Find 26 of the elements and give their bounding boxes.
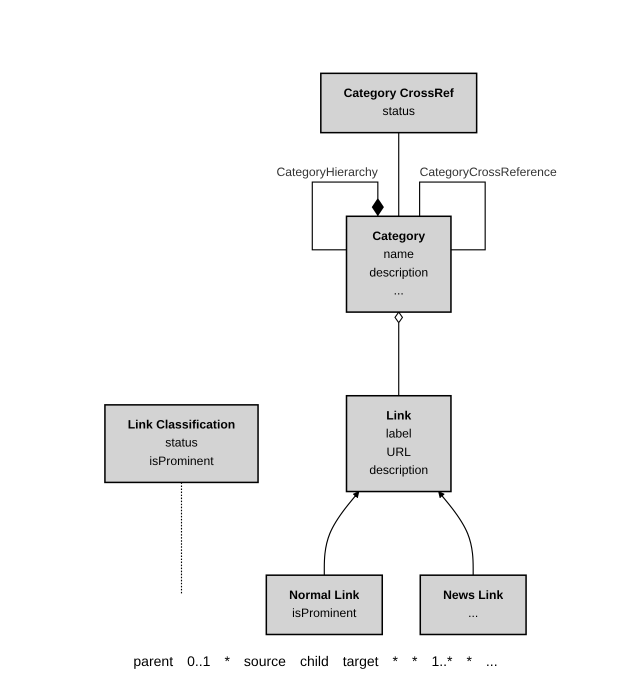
node-box: Link label URL description bbox=[346, 394, 452, 492]
association-name: CategoryHierarchy bbox=[276, 165, 378, 179]
arrow bbox=[324, 491, 360, 576]
multiplicity-label: * bbox=[412, 653, 418, 669]
association-line bbox=[312, 182, 384, 250]
node-box: Normal Link isProminent bbox=[266, 574, 384, 636]
multiplicity-label: * bbox=[466, 653, 472, 669]
multiplicity-label: source bbox=[244, 653, 286, 669]
multiplicity-label: 0..1 bbox=[187, 653, 210, 669]
multiplicity-label: parent bbox=[133, 653, 174, 669]
multiplicity-label: 1..* bbox=[431, 653, 452, 669]
connector bbox=[180, 482, 182, 594]
multiplicity-label: child bbox=[300, 653, 329, 669]
node-box: News Link ... bbox=[420, 574, 527, 636]
arrow bbox=[438, 491, 474, 576]
node-box: Category name description ... bbox=[346, 216, 452, 313]
multiplicity-label: ... bbox=[486, 653, 498, 669]
multiplicity-label: * bbox=[224, 653, 230, 669]
multiplicity-label: target bbox=[342, 653, 379, 669]
connector bbox=[394, 312, 403, 396]
association-line bbox=[419, 182, 486, 250]
node-box: Link Classification status isProminent bbox=[104, 404, 259, 484]
association-name: CategoryCrossReference bbox=[420, 165, 557, 179]
node-box: Category CrossRef status bbox=[320, 72, 478, 134]
connector bbox=[398, 132, 400, 216]
multiplicity-label: * bbox=[392, 653, 398, 669]
